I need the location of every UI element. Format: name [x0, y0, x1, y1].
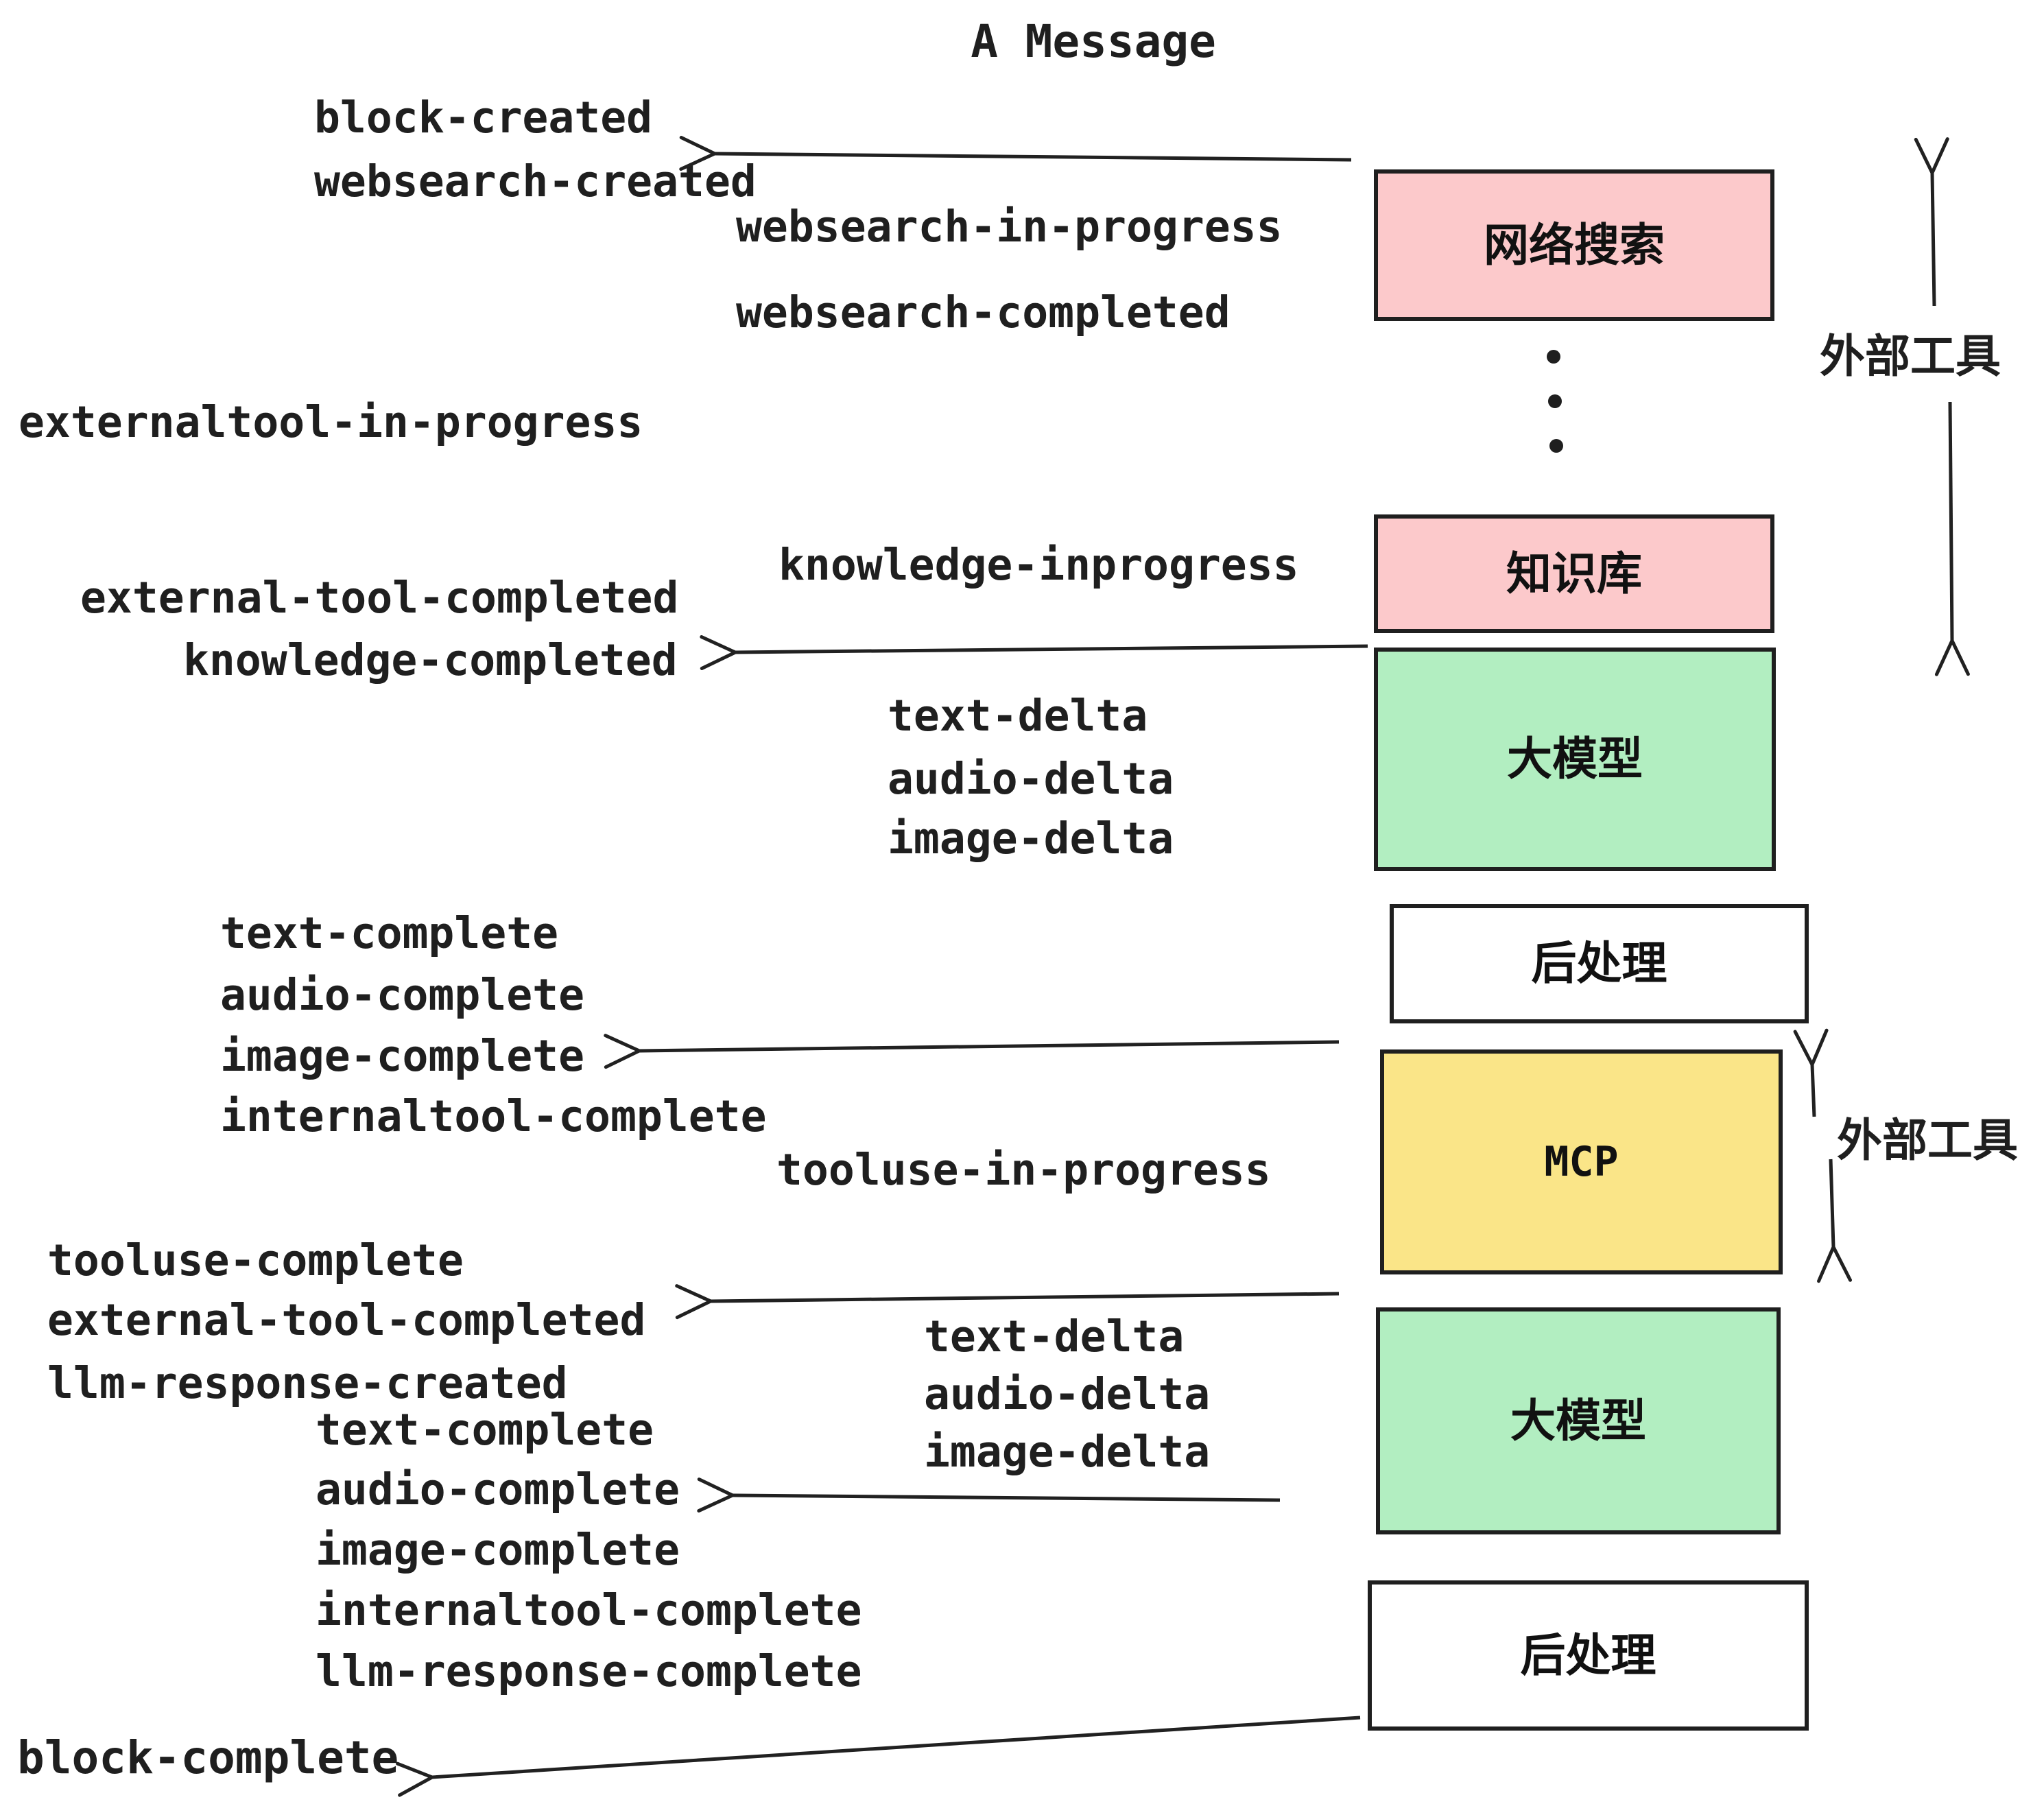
event-text-delta-2: text-delta	[924, 1312, 1185, 1362]
box-websearch: 网络搜索	[1374, 169, 1774, 321]
arrow-to-knowledge-completed	[700, 634, 1368, 670]
side-label-external-tools-1: 外部工具	[1820, 330, 2001, 383]
external-tools-1-up-arrow	[1914, 137, 1949, 307]
arrow-to-block-complete	[396, 1716, 1361, 1797]
box-llm-1: 大模型	[1374, 648, 1776, 871]
event-tooluse-in-progress: tooluse-in-progress	[776, 1145, 1271, 1195]
event-websearch-completed: websearch-completed	[736, 287, 1231, 337]
event-websearch-in-progress: websearch-in-progress	[736, 202, 1283, 252]
event-external-tool-completed-2: external-tool-completed	[47, 1295, 646, 1345]
event-image-delta-2: image-delta	[924, 1427, 1211, 1477]
event-text-delta: text-delta	[888, 691, 1148, 741]
box-knowledge: 知识库	[1374, 514, 1774, 633]
external-tools-2-down-arrow	[1817, 1159, 1853, 1283]
event-tooluse-complete: tooluse-complete	[47, 1235, 464, 1285]
box-mcp-label: MCP	[1544, 1138, 1619, 1186]
event-internaltool-complete-2: internaltool-complete	[316, 1585, 862, 1635]
event-block-complete: block-complete	[17, 1731, 399, 1784]
event-knowledge-inprogress: knowledge-inprogress	[779, 540, 1299, 590]
box-postprocess-1: 后处理	[1390, 904, 1809, 1023]
box-llm-1-label: 大模型	[1507, 733, 1643, 785]
arrow-to-audio-complete	[697, 1477, 1281, 1513]
arrow-to-tooluse-complete	[675, 1284, 1340, 1320]
event-audio-delta: audio-delta	[888, 754, 1174, 804]
event-audio-complete-2: audio-complete	[316, 1464, 680, 1515]
event-text-complete-2: text-complete	[316, 1405, 654, 1455]
diagram-title: A Message	[971, 15, 1216, 68]
event-image-delta: image-delta	[888, 814, 1174, 864]
box-llm-2: 大模型	[1376, 1307, 1781, 1534]
arrow-to-block-created	[679, 136, 1352, 171]
ellipsis-dots	[1547, 350, 1563, 453]
event-llm-response-created: llm-response-created	[47, 1358, 568, 1408]
event-image-complete: image-complete	[220, 1031, 585, 1081]
event-external-tool-completed: external-tool-completed	[80, 573, 679, 623]
event-audio-complete: audio-complete	[220, 970, 585, 1020]
side-label-external-tools-2: 外部工具	[1837, 1114, 2018, 1167]
box-postprocess-1-label: 后处理	[1531, 937, 1667, 990]
box-postprocess-2: 后处理	[1368, 1580, 1809, 1731]
box-mcp: MCP	[1380, 1049, 1783, 1274]
event-websearch-created: websearch-created	[314, 156, 757, 206]
event-audio-delta-2: audio-delta	[924, 1369, 1211, 1419]
box-llm-2-label: 大模型	[1510, 1394, 1646, 1447]
box-postprocess-2-label: 后处理	[1520, 1628, 1656, 1682]
arrow-to-image-complete	[604, 1034, 1340, 1069]
external-tools-2-up-arrow	[1793, 1028, 1829, 1117]
event-text-complete: text-complete	[220, 908, 559, 958]
event-llm-response-complete: llm-response-complete	[316, 1646, 862, 1696]
external-tools-1-down-arrow	[1934, 401, 1970, 676]
event-image-complete-2: image-complete	[316, 1525, 680, 1575]
event-externaltool-in-progress: externaltool-in-progress	[19, 397, 643, 447]
box-websearch-label: 网络搜索	[1484, 218, 1665, 272]
event-block-created: block-created	[314, 93, 653, 143]
box-knowledge-label: 知识库	[1506, 547, 1642, 600]
event-knowledge-completed: knowledge-completed	[183, 635, 678, 685]
event-internaltool-complete: internaltool-complete	[220, 1091, 767, 1141]
